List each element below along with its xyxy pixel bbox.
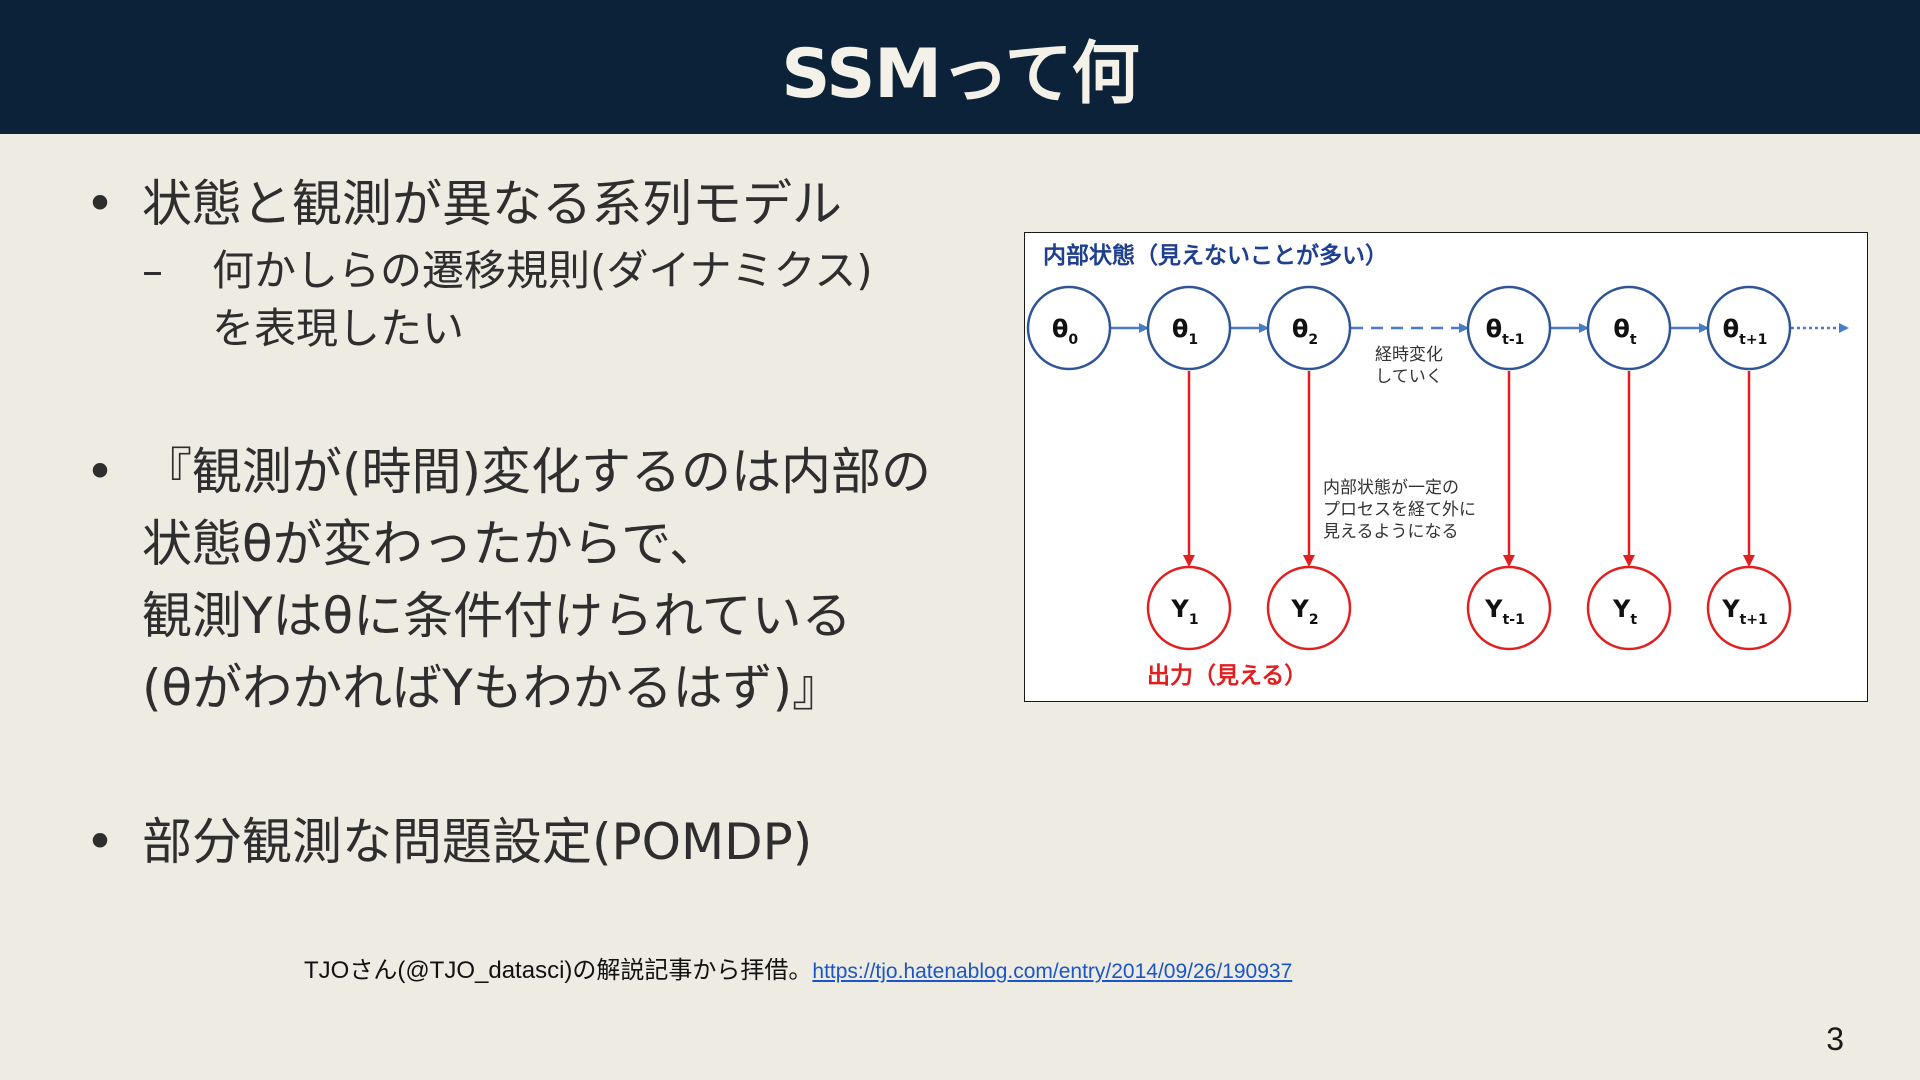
- diagram-bottom-label: 出力（見える）: [1147, 662, 1307, 689]
- output-node-t-1: Yt-1: [1466, 565, 1552, 651]
- svg-text:θt-1: θt-1: [1486, 315, 1525, 348]
- svg-text:Y2: Y2: [1290, 595, 1318, 628]
- bullet-2-line-4: (θがわかればYもわかるはず)』: [142, 659, 843, 717]
- output-node-2: Y2: [1266, 565, 1352, 651]
- page-number: 3: [1826, 1021, 1844, 1057]
- bullet-3: • 部分観測な問題設定(POMDP): [80, 806, 1000, 878]
- svg-text:Y1: Y1: [1170, 595, 1198, 628]
- transition-note-line-1: 経時変化: [1375, 345, 1443, 365]
- bullet-2: • 『観測が(時間)変化するのは内部の 状態θが変わったからで、 観測Yはθに条…: [80, 436, 1000, 724]
- output-node-t+1: Yt+1: [1706, 565, 1792, 651]
- credit-line: TJOさん(@TJO_datasci)の解説記事から拝借。https://tjo…: [304, 950, 1292, 985]
- state-node-t: θt: [1586, 285, 1672, 371]
- state-node-0: θ0: [1026, 285, 1112, 371]
- diagram-top-label: 内部状態（見えないことが多い）: [1043, 242, 1388, 269]
- title-bar: SSMって何: [0, 0, 1920, 134]
- svg-text:θ2: θ2: [1292, 315, 1318, 348]
- emission-note-line-3: 見えるようになる: [1323, 522, 1459, 542]
- emission-note-line-2: プロセスを経て外に: [1323, 500, 1476, 520]
- bullet-dot: •: [85, 813, 115, 871]
- svg-text:θ0: θ0: [1052, 315, 1079, 348]
- svg-text:Yt-1: Yt-1: [1484, 595, 1525, 628]
- sub-dash: –: [142, 246, 163, 295]
- sub-line-1: 何かしらの遷移規則(ダイナミクス): [212, 246, 873, 295]
- ssm-diagram: 内部状態（見えないことが多い） θ0 θ1 θ2 θt-1: [1024, 232, 1868, 702]
- bullet-1-sub: – 何かしらの遷移規則(ダイナミクス) を表現したい: [80, 242, 1000, 358]
- state-node-2: θ2: [1266, 285, 1352, 371]
- bullet-1-line-1: 状態と観測が異なる系列モデル: [142, 175, 842, 233]
- svg-text:θt+1: θt+1: [1723, 315, 1768, 348]
- sub-line-2: を表現したい: [212, 304, 465, 353]
- output-node-t: Yt: [1586, 565, 1672, 651]
- bullet-2-line-3: 観測Yはθに条件付けられている: [142, 587, 852, 645]
- transition-note-line-2: していく: [1375, 367, 1443, 387]
- emission-note-line-1: 内部状態が一定の: [1323, 478, 1459, 498]
- bullet-dot: •: [85, 175, 115, 233]
- credit-text: TJOさん(@TJO_datasci)の解説記事から拝借。: [304, 957, 813, 984]
- bullet-dot: •: [85, 443, 115, 501]
- bullet-2-line-2: 状態θが変わったからで、: [142, 515, 720, 573]
- output-node-1: Y1: [1146, 565, 1232, 651]
- slide-title: SSMって何: [781, 34, 1139, 114]
- state-node-t+1: θt+1: [1706, 285, 1792, 371]
- state-node-t-1: θt-1: [1466, 285, 1552, 371]
- svg-text:Yt+1: Yt+1: [1721, 595, 1768, 628]
- bullet-2-line-1: 『観測が(時間)変化するのは内部の: [142, 443, 932, 501]
- bullet-3-line-1: 部分観測な問題設定(POMDP): [142, 813, 813, 871]
- state-node-1: θ1: [1146, 285, 1232, 371]
- bullet-1: • 状態と観測が異なる系列モデル: [80, 168, 1000, 240]
- svg-text:θt: θt: [1613, 315, 1637, 348]
- ssm-diagram-svg: 内部状態（見えないことが多い） θ0 θ1 θ2 θt-1: [1026, 242, 1849, 689]
- svg-text:Yt: Yt: [1612, 595, 1637, 628]
- svg-text:θ1: θ1: [1172, 315, 1198, 348]
- credit-link[interactable]: https://tjo.hatenablog.com/entry/2014/09…: [812, 960, 1293, 983]
- slide-content: • 状態と観測が異なる系列モデル – 何かしらの遷移規則(ダイナミクス) を表現…: [80, 168, 1000, 878]
